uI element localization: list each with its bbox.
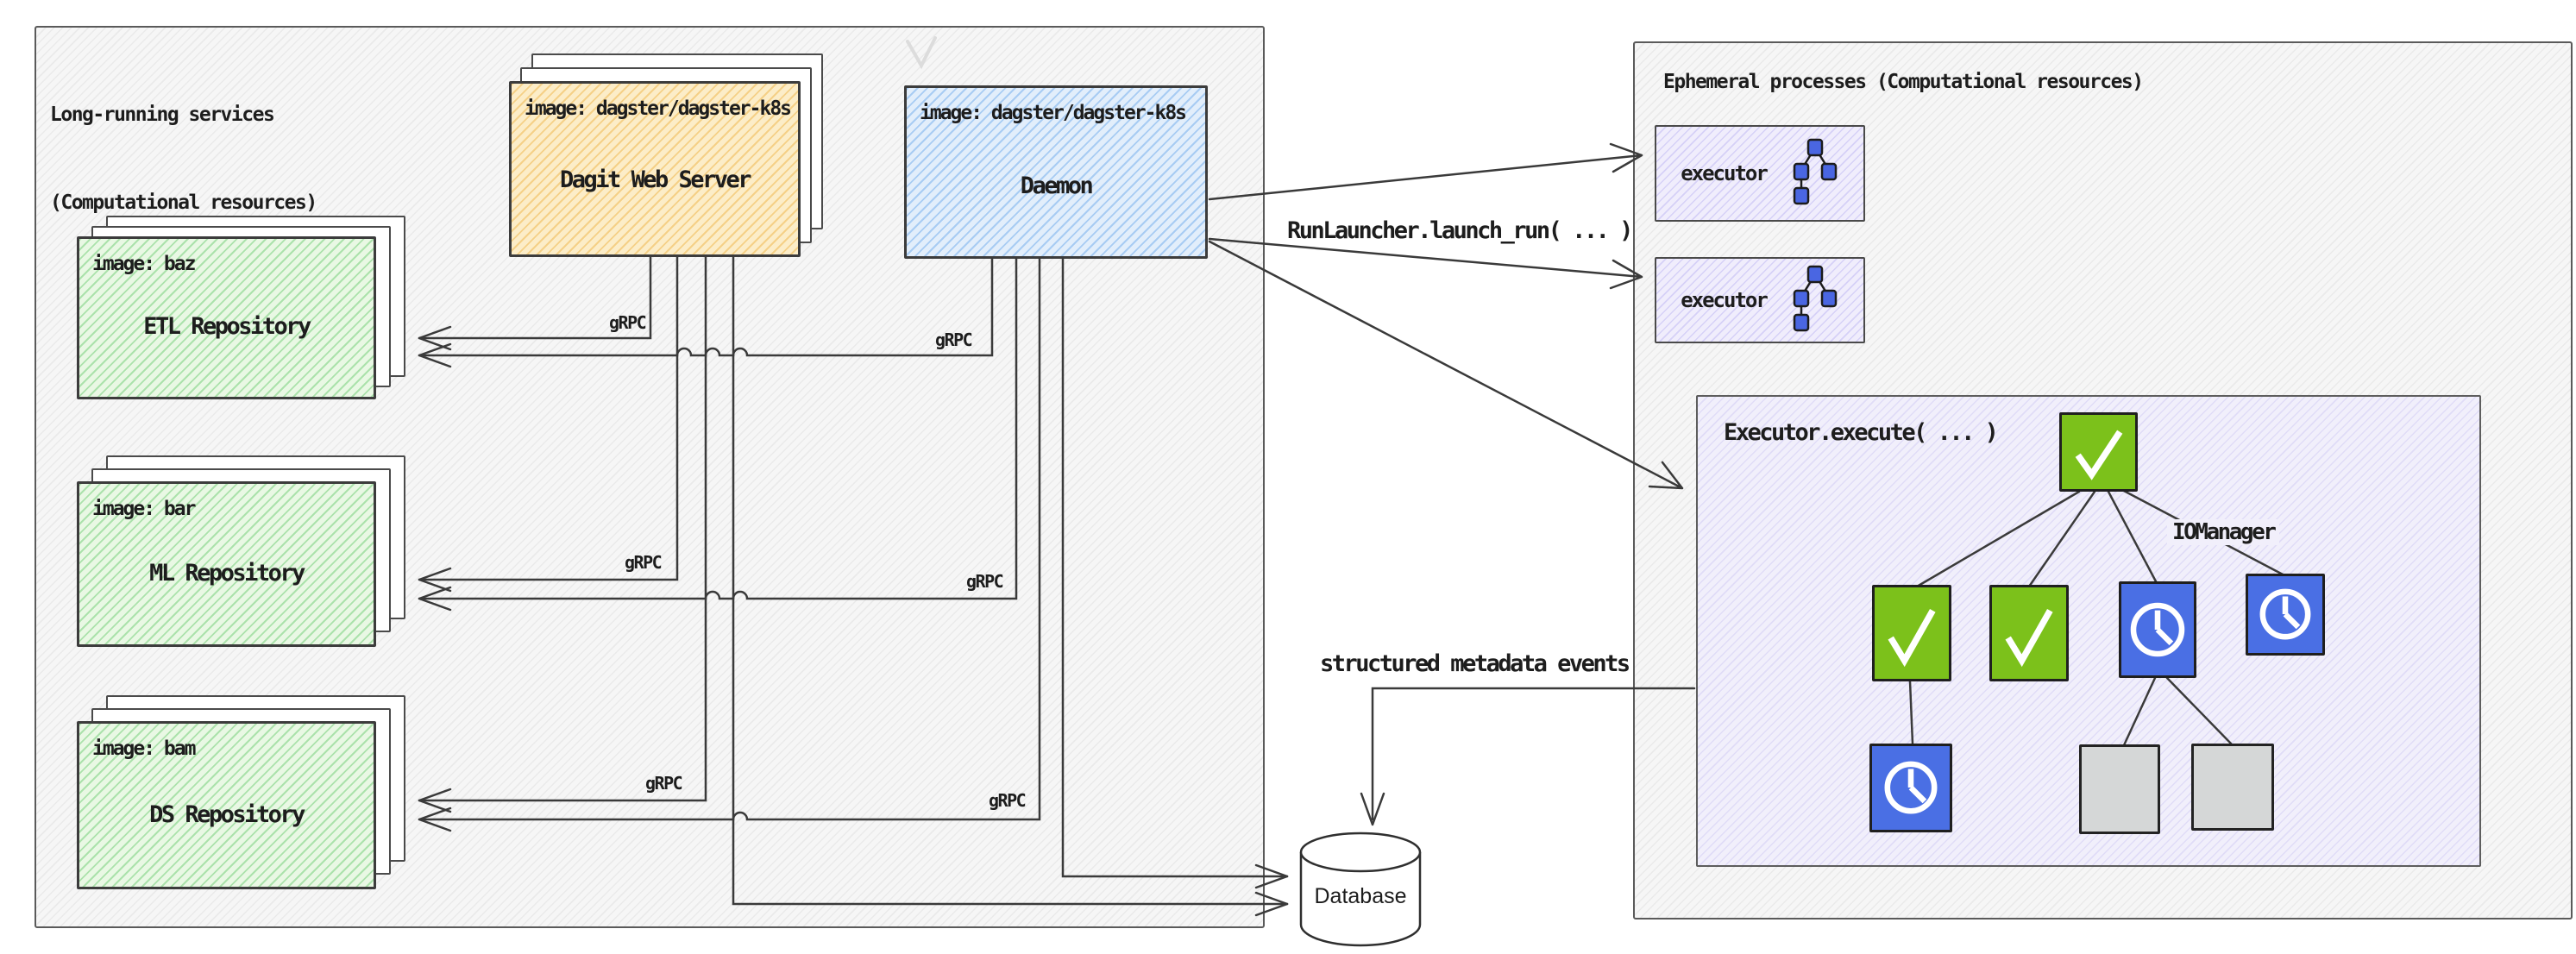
dag-icon	[1791, 137, 1839, 210]
executor-box-2: executor	[1655, 257, 1865, 343]
grpc-label-daemon-etl: gRPC	[935, 330, 973, 350]
iomanager-label: IOManager	[2167, 519, 2280, 545]
right-container-title: Ephemeral processes (Computational resou…	[1663, 71, 2144, 93]
ml-title: ML Repository	[149, 560, 305, 587]
op-node-child4-waiting	[2246, 574, 2325, 656]
ds-repository-box: image: bam DS Repository	[77, 721, 376, 889]
daemon-image-label: image: dagster/dagster-k8s	[920, 102, 1187, 124]
op-node-child3-waiting	[2119, 581, 2196, 678]
clock-icon	[1872, 746, 1950, 830]
check-icon	[1875, 587, 1949, 679]
ml-repository-box: image: bar ML Repository	[77, 481, 376, 647]
grpc-label-daemon-ds: gRPC	[989, 790, 1027, 811]
daemon-title: Daemon	[1020, 173, 1094, 199]
op-node-grandchild2-not-started	[2079, 744, 2160, 834]
etl-title: ETL Repository	[143, 313, 311, 340]
dagit-image-label: image: dagster/dagster-k8s	[525, 97, 792, 120]
dagit-web-server-box: image: dagster/dagster-k8s Dagit Web Ser…	[509, 81, 801, 257]
ds-image-label: image: bam	[92, 737, 196, 760]
metadata-events-label: structured metadata events	[1320, 650, 1630, 677]
ds-title: DS Repository	[149, 801, 305, 828]
executor-execute-box	[1696, 395, 2481, 867]
op-node-child1-success	[1872, 585, 1951, 681]
grpc-label-dagit-ds: gRPC	[645, 773, 683, 794]
grpc-label-daemon-ml: gRPC	[966, 571, 1004, 592]
etl-repository-box: image: baz ETL Repository	[77, 236, 376, 399]
run-launcher-label: RunLauncher.launch_run( ... )	[1287, 217, 1633, 244]
op-node-grandchild3-not-started	[2191, 744, 2274, 831]
clock-icon	[2248, 576, 2322, 653]
etl-image-label: image: baz	[92, 253, 196, 275]
ml-image-label: image: bar	[92, 498, 196, 520]
executor-box-1: executor	[1655, 125, 1865, 222]
database-label: Database	[1314, 884, 1407, 908]
check-icon	[1992, 587, 2066, 679]
executor-1-label: executor	[1681, 161, 1769, 185]
op-node-grandchild1-waiting	[1869, 744, 1952, 832]
grpc-label-dagit-ml: gRPC	[625, 552, 663, 573]
grpc-label-dagit-etl: gRPC	[609, 312, 647, 333]
check-icon	[2062, 415, 2135, 489]
clock-icon	[2121, 584, 2194, 675]
left-container-title-line2: (Computational resources)	[50, 191, 317, 214]
op-node-child2-success	[1989, 585, 2069, 681]
left-container-title: Long-running services (Computational res…	[50, 41, 317, 276]
executor-execute-title: Executor.execute( ... )	[1724, 419, 1999, 446]
dagit-title: Dagit Web Server	[559, 166, 752, 193]
dag-icon	[1791, 264, 1839, 336]
executor-2-label: executor	[1681, 288, 1769, 312]
daemon-box: image: dagster/dagster-k8s Daemon	[904, 85, 1208, 259]
op-node-root-success	[2059, 412, 2138, 492]
left-container-title-line1: Long-running services	[50, 104, 275, 126]
